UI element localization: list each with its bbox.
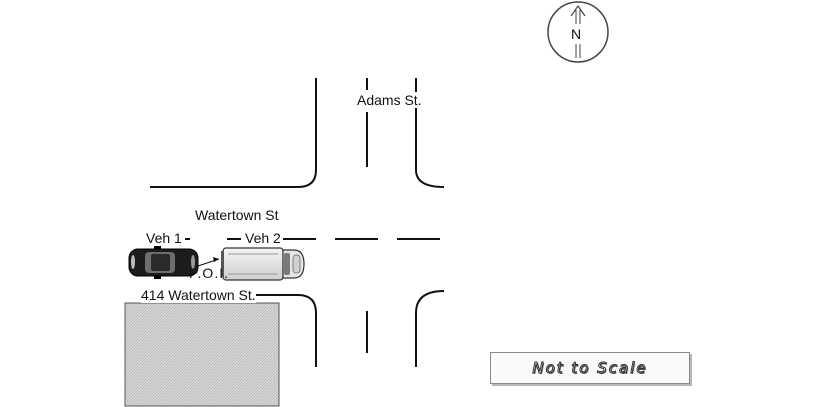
street-label-adams: Adams St. (357, 92, 422, 108)
vehicle-1-label: Veh 1 (144, 230, 184, 246)
vehicle-2-label: Veh 2 (243, 230, 283, 246)
point-of-impact-label: P.O.I. (189, 265, 229, 281)
center-lines (185, 78, 440, 353)
not-to-scale-badge: Not to Scale (490, 352, 690, 384)
curb-northeast (415, 78, 445, 188)
curb-southeast (415, 290, 445, 367)
vehicle-1-sedan (128, 246, 199, 279)
vehicle-2-van (221, 247, 305, 281)
curb-southwest (150, 294, 317, 367)
point-of-impact-marker (197, 257, 220, 267)
not-to-scale-text: Not to Scale (532, 359, 648, 378)
road-curbs (150, 78, 445, 367)
street-label-watertown: Watertown St (195, 207, 279, 223)
compass-north-arrow (547, 1, 609, 63)
compass-north-letter: N (571, 26, 582, 42)
curb-northwest (150, 78, 317, 188)
building-address-label: 414 Watertown St. (141, 287, 256, 303)
building-414-watertown (124, 302, 280, 407)
